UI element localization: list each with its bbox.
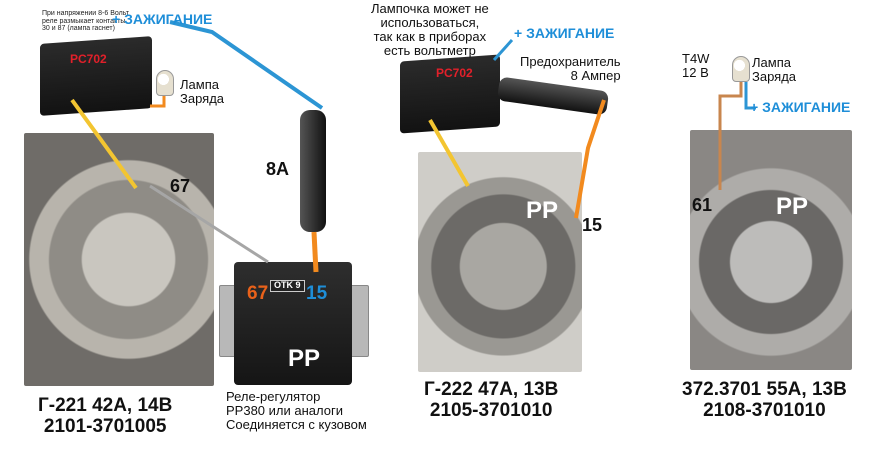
regulator-pp-label: PP [288,345,321,372]
model-caption-g221: Г-221 42А, 14В 2101-3701005 [38,395,173,437]
regulator-stamp: OTK 9 [270,280,305,292]
lamp-label-right: Лампа Заряда [752,55,797,85]
fuse-8a-left [300,110,326,232]
lamp-charge-left-icon [156,70,174,96]
lamp-type-right: T4W 12 В [682,51,710,81]
terminal-15-middle: 15 [582,215,603,235]
alternator-372-photo [690,130,852,370]
fuse-label-middle: Предохранитель 8 Ампер [520,54,621,84]
ignition-label-left: + ЗАЖИГАНИЕ [112,11,213,27]
lamp-charge-right-icon [732,56,750,82]
terminal-67-regulator: 67 [247,283,269,304]
wire-lamp-left [150,96,166,108]
relay-pc702-left [40,36,152,116]
relay-pc702-left-label: PC702 [70,52,107,66]
alternator-g222-photo [418,152,582,372]
lamp-note-middle: Лампочка может не использоваться, так ка… [371,1,489,59]
relay-note: При напряжении 8-6 Вольт реле размыкает … [42,10,130,33]
regulator-caption: Реле-регулятор РР380 или аналоги Соединя… [226,389,367,433]
model-caption-g222: Г-222 47А, 13В 2105-3701010 [424,379,559,421]
terminal-15-regulator: 15 [306,283,328,304]
ignition-label-right: + ЗАЖИГАНИЕ [750,99,851,115]
pp-label-middle: PP [526,197,559,224]
relay-pc702-middle-label: PC702 [436,66,473,80]
alternator-g221-photo [24,133,214,386]
pp-label-right: PP [776,193,809,220]
model-caption-372: 372.3701 55А, 13В 2108-3701010 [682,379,847,421]
ignition-label-middle: + ЗАЖИГАНИЕ [514,25,615,41]
fuse-label-8a: 8А [266,159,290,179]
terminal-67-left: 67 [170,176,191,196]
terminal-61-right: 61 [692,195,713,215]
lamp-label-left: Лампа Заряда [180,77,225,107]
